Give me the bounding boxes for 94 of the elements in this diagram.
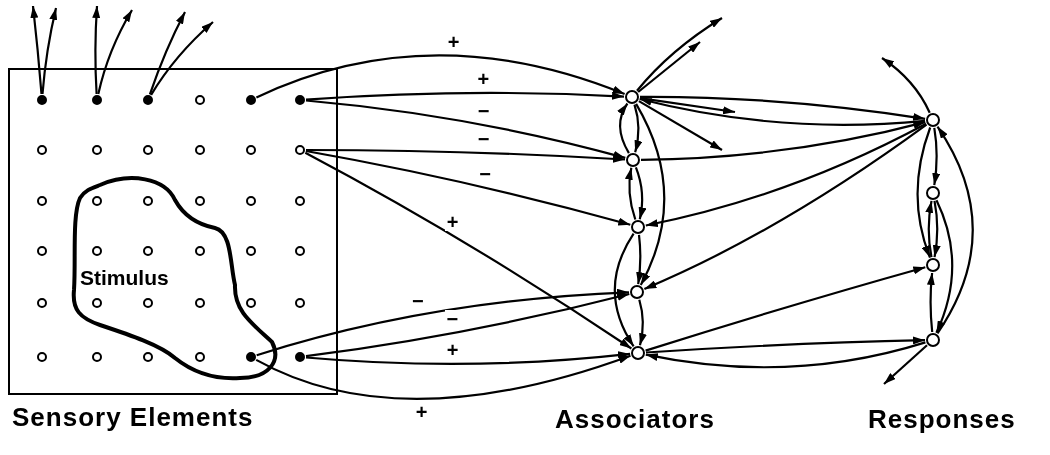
- sensory-point: [295, 95, 305, 105]
- sensory-point: [143, 352, 153, 362]
- sensory-point: [295, 196, 305, 206]
- sensory-point: [143, 298, 153, 308]
- response-unit: [926, 186, 940, 200]
- associator-unit: [631, 220, 645, 234]
- associator-unit: [626, 153, 640, 167]
- connection-arrow: [306, 148, 626, 163]
- sensory-point: [195, 196, 205, 206]
- connection-arrow: [916, 127, 932, 258]
- connection-arrow: [643, 123, 928, 290]
- connection-arrow: [639, 97, 736, 115]
- sensory-point: [195, 95, 205, 105]
- connection-arrow: [148, 11, 186, 95]
- connection-arrow: [634, 167, 647, 220]
- connection-arrow: [41, 7, 58, 95]
- connection-arrow: [304, 151, 632, 350]
- connection-arrow: [635, 103, 666, 286]
- sensory-point: [246, 145, 256, 155]
- connection-arrow: [305, 91, 625, 101]
- connection-arrow: [645, 336, 926, 354]
- connection-arrow: [30, 5, 43, 95]
- sensory-point: [92, 246, 102, 256]
- response-unit: [926, 258, 940, 272]
- sensory-point: [92, 145, 102, 155]
- connection-arrow: [935, 199, 954, 334]
- connection-arrow: [645, 341, 926, 369]
- connection-arrow: [638, 100, 723, 151]
- sensory-point: [37, 298, 47, 308]
- connection-arrow: [925, 200, 934, 258]
- connection-arrow: [932, 200, 941, 258]
- sensory-point: [246, 352, 256, 362]
- connection-arrow: [305, 351, 631, 365]
- sensory-point: [246, 95, 256, 105]
- sensory-point: [92, 352, 102, 362]
- connection-arrow: [926, 272, 935, 333]
- connection-arrow: [150, 21, 214, 96]
- connection-arrow: [645, 266, 926, 352]
- connection-arrow: [256, 288, 630, 357]
- sensory-point: [246, 246, 256, 256]
- connection-arrow: [305, 292, 630, 358]
- connection-arrow: [637, 41, 701, 93]
- sensory-point: [295, 352, 305, 362]
- connection-arrow: [97, 9, 133, 95]
- sensory-point: [143, 95, 153, 105]
- sensory-point: [92, 95, 102, 105]
- sensory-point: [195, 246, 205, 256]
- connection-arrow: [633, 104, 643, 153]
- sensory-point: [295, 246, 305, 256]
- sensory-point: [195, 352, 205, 362]
- associator-unit: [631, 346, 645, 360]
- sensory-point: [92, 196, 102, 206]
- sensory-point: [143, 246, 153, 256]
- connection-arrow: [932, 127, 940, 186]
- connection-arrow: [92, 5, 101, 95]
- connection-arrow: [936, 126, 974, 334]
- associator-unit: [625, 90, 639, 104]
- sensory-point: [195, 145, 205, 155]
- associator-unit: [630, 285, 644, 299]
- sensory-point: [92, 298, 102, 308]
- sensory-point: [37, 145, 47, 155]
- response-unit: [926, 113, 940, 127]
- panel-heading: Sensory Elements: [12, 402, 254, 433]
- sensory-point: [143, 145, 153, 155]
- sensory-point: [143, 196, 153, 206]
- connection-arrow: [640, 121, 926, 161]
- response-unit: [926, 333, 940, 347]
- connection-arrow: [645, 122, 927, 227]
- sensory-point: [37, 246, 47, 256]
- column-heading: Associators: [555, 404, 715, 435]
- connection-arrow: [625, 167, 637, 220]
- column-heading: Responses: [868, 404, 1016, 435]
- connection-arrow: [255, 54, 625, 99]
- connection-arrow: [640, 95, 926, 121]
- connection-arrow: [636, 17, 723, 92]
- sensory-point: [195, 298, 205, 308]
- sensory-point: [246, 196, 256, 206]
- sensory-point: [37, 95, 47, 105]
- sensory-point: [37, 352, 47, 362]
- connection-arrow: [635, 234, 644, 285]
- connection-arrow: [255, 354, 631, 400]
- connection-arrow: [639, 97, 926, 126]
- sensory-point: [246, 298, 256, 308]
- connection-arrow: [613, 233, 635, 347]
- connection-arrow: [883, 344, 928, 385]
- connection-arrow: [881, 57, 931, 114]
- sensory-point: [295, 298, 305, 308]
- connection-arrow: [305, 149, 631, 226]
- sensory-point: [295, 145, 305, 155]
- stimulus-label: Stimulus: [80, 266, 169, 290]
- sensory-point: [37, 196, 47, 206]
- connection-arrow: [617, 102, 630, 154]
- connection-arrow: [638, 299, 647, 346]
- connection-arrow: [305, 99, 626, 159]
